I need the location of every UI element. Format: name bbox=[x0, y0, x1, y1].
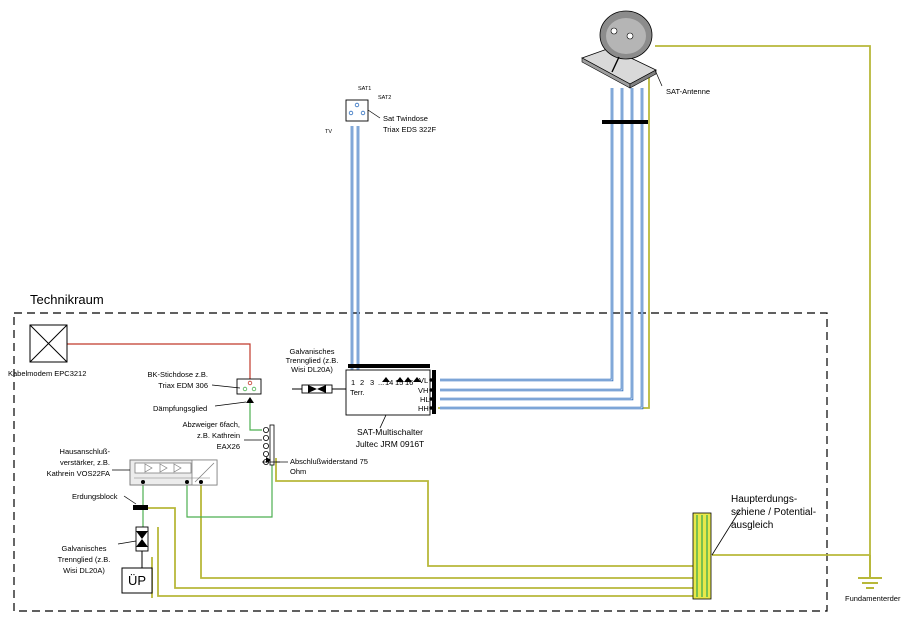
tv-signal-wires bbox=[142, 398, 273, 530]
main-bus-line2: schiene / Potential- bbox=[731, 507, 817, 518]
sat-socket-name: Sat Twindose Triax EDS 322F bbox=[383, 114, 436, 134]
main-bus-label: Haupterdungs- schiene / Potential- ausgl… bbox=[731, 494, 816, 532]
isolator-top-label: Galvanisches Trennglied (z.B. Wisi DL20A… bbox=[276, 347, 348, 374]
isolator-top-icon bbox=[292, 384, 347, 394]
bk-socket-line1: BK-Stichdose z.B. bbox=[147, 370, 208, 379]
ms-output-dots: ... bbox=[378, 378, 385, 387]
isolator-bottom-line1: Galvanisches bbox=[61, 544, 107, 553]
bk-socket-line2: Triax EDM 306 bbox=[158, 381, 208, 390]
ground-block-label: Erdungsblock bbox=[72, 492, 118, 501]
sat-twin-socket bbox=[345, 99, 369, 122]
splitter-label: Abzweiger 6fach, z.B. Kathrein EAX26 bbox=[160, 420, 240, 451]
amplifier-line1: Hausanschluß- bbox=[59, 447, 110, 456]
ms-output-16: 16 bbox=[405, 378, 414, 387]
isolator-top-line1: Galvanisches bbox=[289, 347, 335, 356]
earth-symbol-icon bbox=[858, 555, 882, 589]
sat1-port-label: SAT1 bbox=[358, 86, 372, 92]
isolator-bottom-line3: Wisi DL20A) bbox=[63, 566, 105, 575]
splitter-block bbox=[262, 424, 280, 466]
sat2-port-label: SAT2 bbox=[378, 95, 392, 101]
attenuator-label: Dämpfungsglied bbox=[153, 404, 208, 413]
technikraum-label: Technikraum bbox=[30, 292, 104, 307]
bk-socket-label: BK-Stichdose z.B. Triax EDM 306 bbox=[108, 370, 208, 390]
up-box-label: ÜP bbox=[127, 573, 147, 588]
splitter-line3: EAX26 bbox=[216, 442, 240, 451]
sat-socket-line2: Triax EDS 322F bbox=[383, 125, 437, 134]
ms-input-vl: VL bbox=[419, 376, 429, 385]
ground-block-icon bbox=[133, 505, 148, 510]
sat-coax-lines bbox=[350, 88, 644, 410]
ms-terr-label: Terr. bbox=[350, 388, 365, 397]
multiswitch-label: SAT-Multischalter Jultec JRM 0916T bbox=[335, 427, 445, 449]
amplifier-box bbox=[129, 459, 218, 486]
ms-input-hl: HL bbox=[420, 395, 430, 404]
multiswitch-line2: Jultec JRM 0916T bbox=[355, 439, 425, 449]
sat-coax-inner bbox=[351, 88, 643, 409]
terminator-line2: Ohm bbox=[290, 467, 307, 476]
ms-output-3: 3 bbox=[370, 378, 375, 387]
amplifier-line3: Kathrein VOS22FA bbox=[46, 469, 110, 478]
ground-wires bbox=[148, 45, 871, 598]
isolator-bottom-icon bbox=[135, 526, 149, 568]
ms-output-14: 14 bbox=[385, 378, 394, 387]
main-bus-line3: ausgleich bbox=[731, 520, 774, 531]
earth-label: Fundamenterder bbox=[845, 594, 901, 603]
modem-line bbox=[67, 343, 251, 380]
mast-clamp bbox=[602, 120, 648, 124]
up-box-frame bbox=[121, 567, 153, 594]
tv-port-label: TV bbox=[325, 129, 333, 135]
isolator-top-line3: Wisi DL20A) bbox=[291, 365, 333, 374]
sat-antenna-label: SAT-Antenne bbox=[666, 87, 711, 96]
ms-output-1: 1 bbox=[351, 378, 356, 387]
terminator-label: Abschlußwiderstand 75 Ohm bbox=[290, 457, 368, 476]
multiswitch-line1: SAT-Multischalter bbox=[357, 427, 423, 437]
main-bus-line1: Haupterdungs- bbox=[731, 494, 798, 505]
terminator-line1: Abschlußwiderstand 75 bbox=[290, 457, 368, 466]
technikraum-boundary bbox=[13, 312, 828, 612]
amplifier-line2: verstärker, z.B. bbox=[59, 458, 110, 467]
isolator-top-line2: Trennglied (z.B. bbox=[285, 356, 339, 365]
cable-modem-box bbox=[29, 324, 68, 363]
ms-input-hh: HH bbox=[418, 404, 429, 413]
ms-input-vh: VH bbox=[418, 386, 429, 395]
isolator-bottom-line2: Trennglied (z.B. bbox=[57, 555, 111, 564]
multiswitch-box bbox=[345, 364, 436, 429]
isolator-bottom-label: Galvanisches Trennglied (z.B. Wisi DL20A… bbox=[46, 544, 122, 575]
leader-lines bbox=[112, 69, 663, 545]
ms-output-2: 2 bbox=[360, 378, 365, 387]
main-earthing-bus bbox=[692, 509, 741, 600]
ms-output-15: 15 bbox=[395, 378, 404, 387]
amplifier-label: Hausanschluß- verstärker, z.B. Kathrein … bbox=[30, 447, 110, 478]
sat-dish-icon bbox=[581, 10, 657, 89]
splitter-line1: Abzweiger 6fach, bbox=[182, 420, 240, 429]
bk-socket-box bbox=[236, 378, 262, 403]
sat-socket-line1: Sat Twindose bbox=[383, 114, 428, 123]
cable-modem-label: Kabelmodem EPC3212 bbox=[8, 369, 87, 378]
splitter-line2: z.B. Kathrein bbox=[197, 431, 240, 440]
